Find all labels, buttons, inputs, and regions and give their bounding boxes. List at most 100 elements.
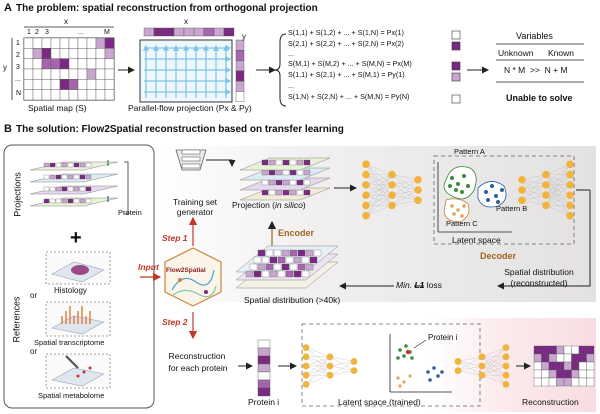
trained-point: [404, 344, 408, 348]
reconstruction-label: Reconstruction: [522, 397, 579, 407]
protein-i-cell: [257, 347, 271, 357]
reconstruction-each-1: Reconstruction: [168, 351, 226, 361]
projection-plane-cell: [79, 162, 86, 168]
spatial-map-cell: [23, 79, 34, 90]
histology-image: [45, 251, 111, 285]
distribution-cell: [313, 249, 322, 257]
reconstruction-cell: [556, 377, 565, 387]
min-l1-prefix: Min.: [396, 280, 413, 290]
trained-point: [402, 380, 406, 384]
spatial-transcriptome-label: Spatial transcriptome: [34, 338, 105, 347]
reconstruction-cell: [533, 361, 542, 371]
network-edge: [481, 347, 507, 376]
projection-plane-cell: [85, 198, 92, 204]
network-node: [362, 191, 370, 199]
distribution-cell: [301, 256, 310, 264]
trained-point: [426, 370, 430, 374]
equation-4: S(1,1) + S(2,1) + ... + S(M,1) = Py(1): [288, 70, 405, 79]
reconstruction-cell: [578, 345, 587, 355]
network-edge: [365, 174, 393, 196]
protein-projection-stack: [29, 160, 119, 207]
network-edge: [391, 174, 419, 180]
flow2spatial-logo: [164, 247, 222, 307]
network-edge: [545, 194, 571, 206]
cluster-point: [500, 188, 504, 192]
network-edge: [365, 205, 393, 216]
cluster-point: [484, 190, 488, 194]
distribution-cell: [257, 263, 266, 271]
spatial-map-cell: [32, 79, 43, 90]
network-edge: [521, 194, 547, 201]
protein-i-label: Protein i: [248, 397, 280, 407]
network-node: [302, 362, 310, 370]
projection-x-cell: [183, 27, 195, 37]
network-node: [388, 181, 396, 189]
trained-latent-space: [389, 334, 452, 393]
spatial-distribution-count: Spatial distribution (>40k): [244, 295, 341, 305]
network-node: [502, 371, 510, 379]
protein-i-cell: [257, 387, 271, 397]
row-label-2: 2: [16, 52, 20, 59]
plus-sign: +: [70, 227, 82, 249]
projection-plane-cell: [61, 186, 68, 192]
network-node: [542, 181, 550, 189]
network-node: [414, 175, 422, 184]
spatial-map-cell: [41, 48, 52, 59]
distribution-cell: [261, 270, 270, 278]
projection-in-silico-prefix: Projection (: [232, 200, 275, 210]
cluster-point: [456, 208, 460, 212]
projection-plane-cell: [49, 198, 56, 204]
spatial-map-cell: [41, 89, 52, 101]
spatial-map-cell: [86, 48, 97, 59]
in-silico-plane-cell: [289, 169, 297, 176]
trained-point: [408, 374, 412, 378]
spatial-map-cell: [23, 89, 34, 101]
network-edge: [391, 179, 419, 206]
equation-ellipsis-2: ...: [288, 81, 294, 90]
spatial-map-cell: [32, 89, 43, 101]
variables-comparison: N * M >> N + M: [504, 65, 568, 75]
spatial-map-cell: [95, 37, 106, 49]
projection-x-cell: [143, 27, 155, 37]
in-silico-plane-cell: [261, 179, 269, 186]
spatial-map-cell: [59, 58, 70, 70]
network-node: [362, 181, 370, 189]
cluster-point: [496, 200, 500, 204]
reconstruction-cell: [533, 353, 542, 363]
spatial-map-cell: [77, 37, 88, 49]
trained-point: [410, 356, 414, 360]
projection-plane-cell: [43, 198, 50, 204]
in-silico-plane-cell: [282, 189, 290, 196]
spatial-map-cell: [95, 79, 106, 90]
network-node: [566, 160, 574, 169]
network-node: [326, 371, 334, 379]
projection-plane-cell: [79, 198, 86, 204]
latent-space-label: Latent space: [452, 235, 501, 245]
decoder-output-arrow: [497, 190, 591, 290]
in-silico-plane-cell: [275, 189, 283, 196]
network-edge: [481, 356, 507, 376]
spatial-map-cell: [59, 37, 70, 49]
projection-y-cell: [235, 39, 245, 51]
network-node: [326, 353, 334, 361]
spatial-map-cell: [50, 37, 61, 49]
network-edge: [305, 365, 331, 385]
protein-i-cell: [257, 339, 271, 349]
trained-point: [432, 366, 436, 370]
reconstruction-cell: [541, 353, 550, 363]
projection-plane-cell: [67, 198, 74, 204]
network-edge: [481, 375, 507, 385]
projection-plane-cell: [73, 162, 80, 168]
network-edge: [305, 375, 331, 385]
in-silico-plane-cell: [289, 179, 297, 186]
panel-b-title: The solution: Flow2Spatial reconstructio…: [16, 124, 344, 135]
reconstruction-cell: [586, 353, 595, 363]
spatial-metabolome-label: Spatial metabolome: [38, 391, 105, 400]
network-node: [302, 344, 310, 352]
projection-y-axis: y: [242, 32, 246, 41]
spatial-map-cell: [59, 48, 70, 59]
reconstruction-cell: [548, 377, 557, 387]
reconstruction-cell: [556, 353, 565, 363]
network-edge: [545, 164, 571, 196]
network-node: [518, 175, 526, 184]
